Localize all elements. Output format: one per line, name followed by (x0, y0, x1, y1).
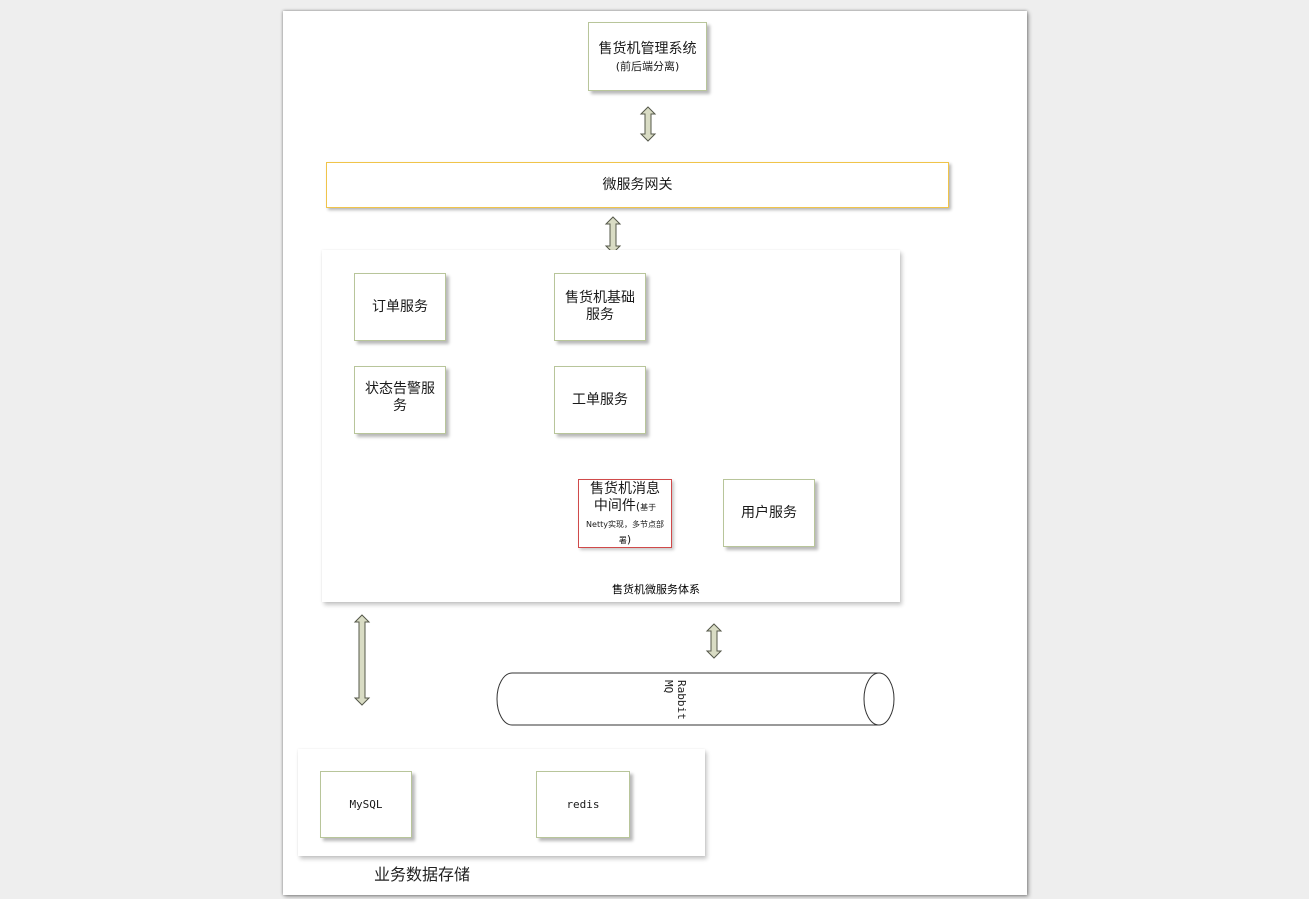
work-order-service-label: 工单服务 (572, 391, 628, 408)
redis-box: redis (536, 771, 630, 838)
mysql-box: MySQL (320, 771, 412, 838)
gateway-label: 微服务网关 (602, 176, 673, 193)
message-middleware-note: 基于Netty实现，多节点部署 (586, 502, 664, 545)
message-middleware-note-close: ) (626, 532, 632, 546)
rabbitmq-label: RabbitMQ (662, 680, 688, 720)
storage-label: 业务数据存储 (374, 865, 471, 884)
redis-label: redis (566, 798, 600, 811)
work-order-service-box: 工单服务 (554, 366, 646, 434)
microservice-system-panel: 订单服务 售货机基础服务 状态告警服务 工单服务 售货机消息中间件(基于Nett… (322, 250, 900, 602)
gateway-box: 微服务网关 (326, 162, 949, 208)
system-title: 售货机管理系统 (598, 40, 697, 57)
status-alert-service-label: 状态告警服务 (365, 381, 435, 414)
double-arrow-services-mq (705, 623, 723, 659)
message-middleware-note-open: ( (635, 499, 641, 513)
message-middleware-box: 售货机消息中间件(基于Netty实现，多节点部署) (578, 479, 672, 548)
double-arrow-gateway-services (604, 216, 622, 254)
double-arrow-services-storage (353, 614, 371, 706)
storage-panel: MySQL redis (298, 749, 705, 856)
mysql-label: MySQL (349, 798, 383, 811)
user-service-box: 用户服务 (723, 479, 815, 547)
order-service-box: 订单服务 (354, 273, 446, 341)
order-service-label: 订单服务 (372, 298, 428, 315)
message-middleware-label: 售货机消息中间件 (590, 480, 660, 514)
vending-base-service-label: 售货机基础服务 (565, 290, 635, 323)
rabbitmq-cylinder (496, 672, 895, 726)
status-alert-service-box: 状态告警服务 (354, 366, 446, 434)
double-arrow-system-gateway (639, 106, 657, 142)
user-service-label: 用户服务 (741, 504, 797, 521)
vending-base-service-box: 售货机基础服务 (554, 273, 646, 341)
diagram-page: 售货机管理系统 (前后端分离) 微服务网关 订单服务 售货机基础服务 状态告警服… (283, 11, 1027, 895)
microservice-system-label: 售货机微服务体系 (612, 583, 700, 596)
system-subtitle: (前后端分离) (615, 59, 680, 73)
vending-management-system-box: 售货机管理系统 (前后端分离) (588, 22, 707, 91)
